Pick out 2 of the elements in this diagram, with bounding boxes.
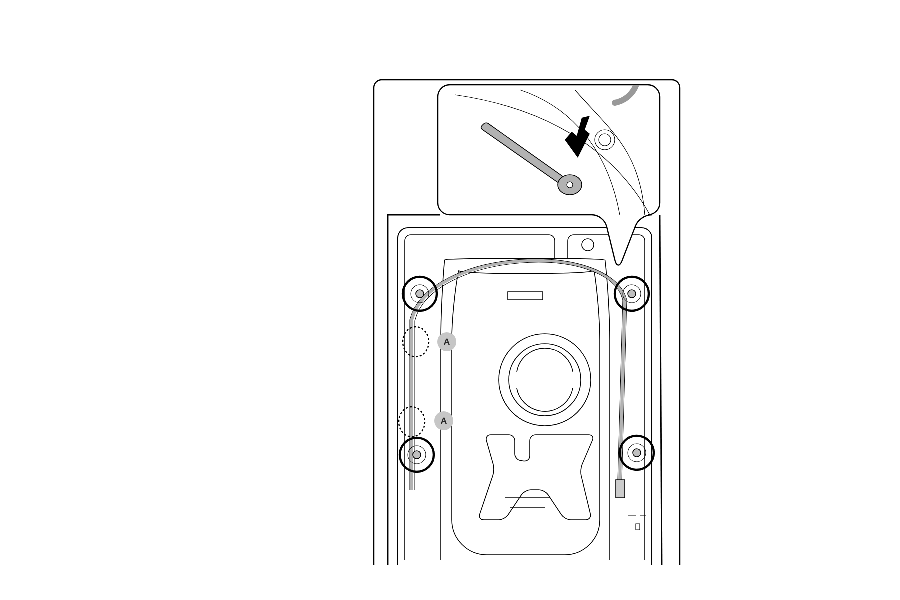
callout-label: A — [438, 332, 456, 352]
callout-label: A — [434, 412, 454, 430]
